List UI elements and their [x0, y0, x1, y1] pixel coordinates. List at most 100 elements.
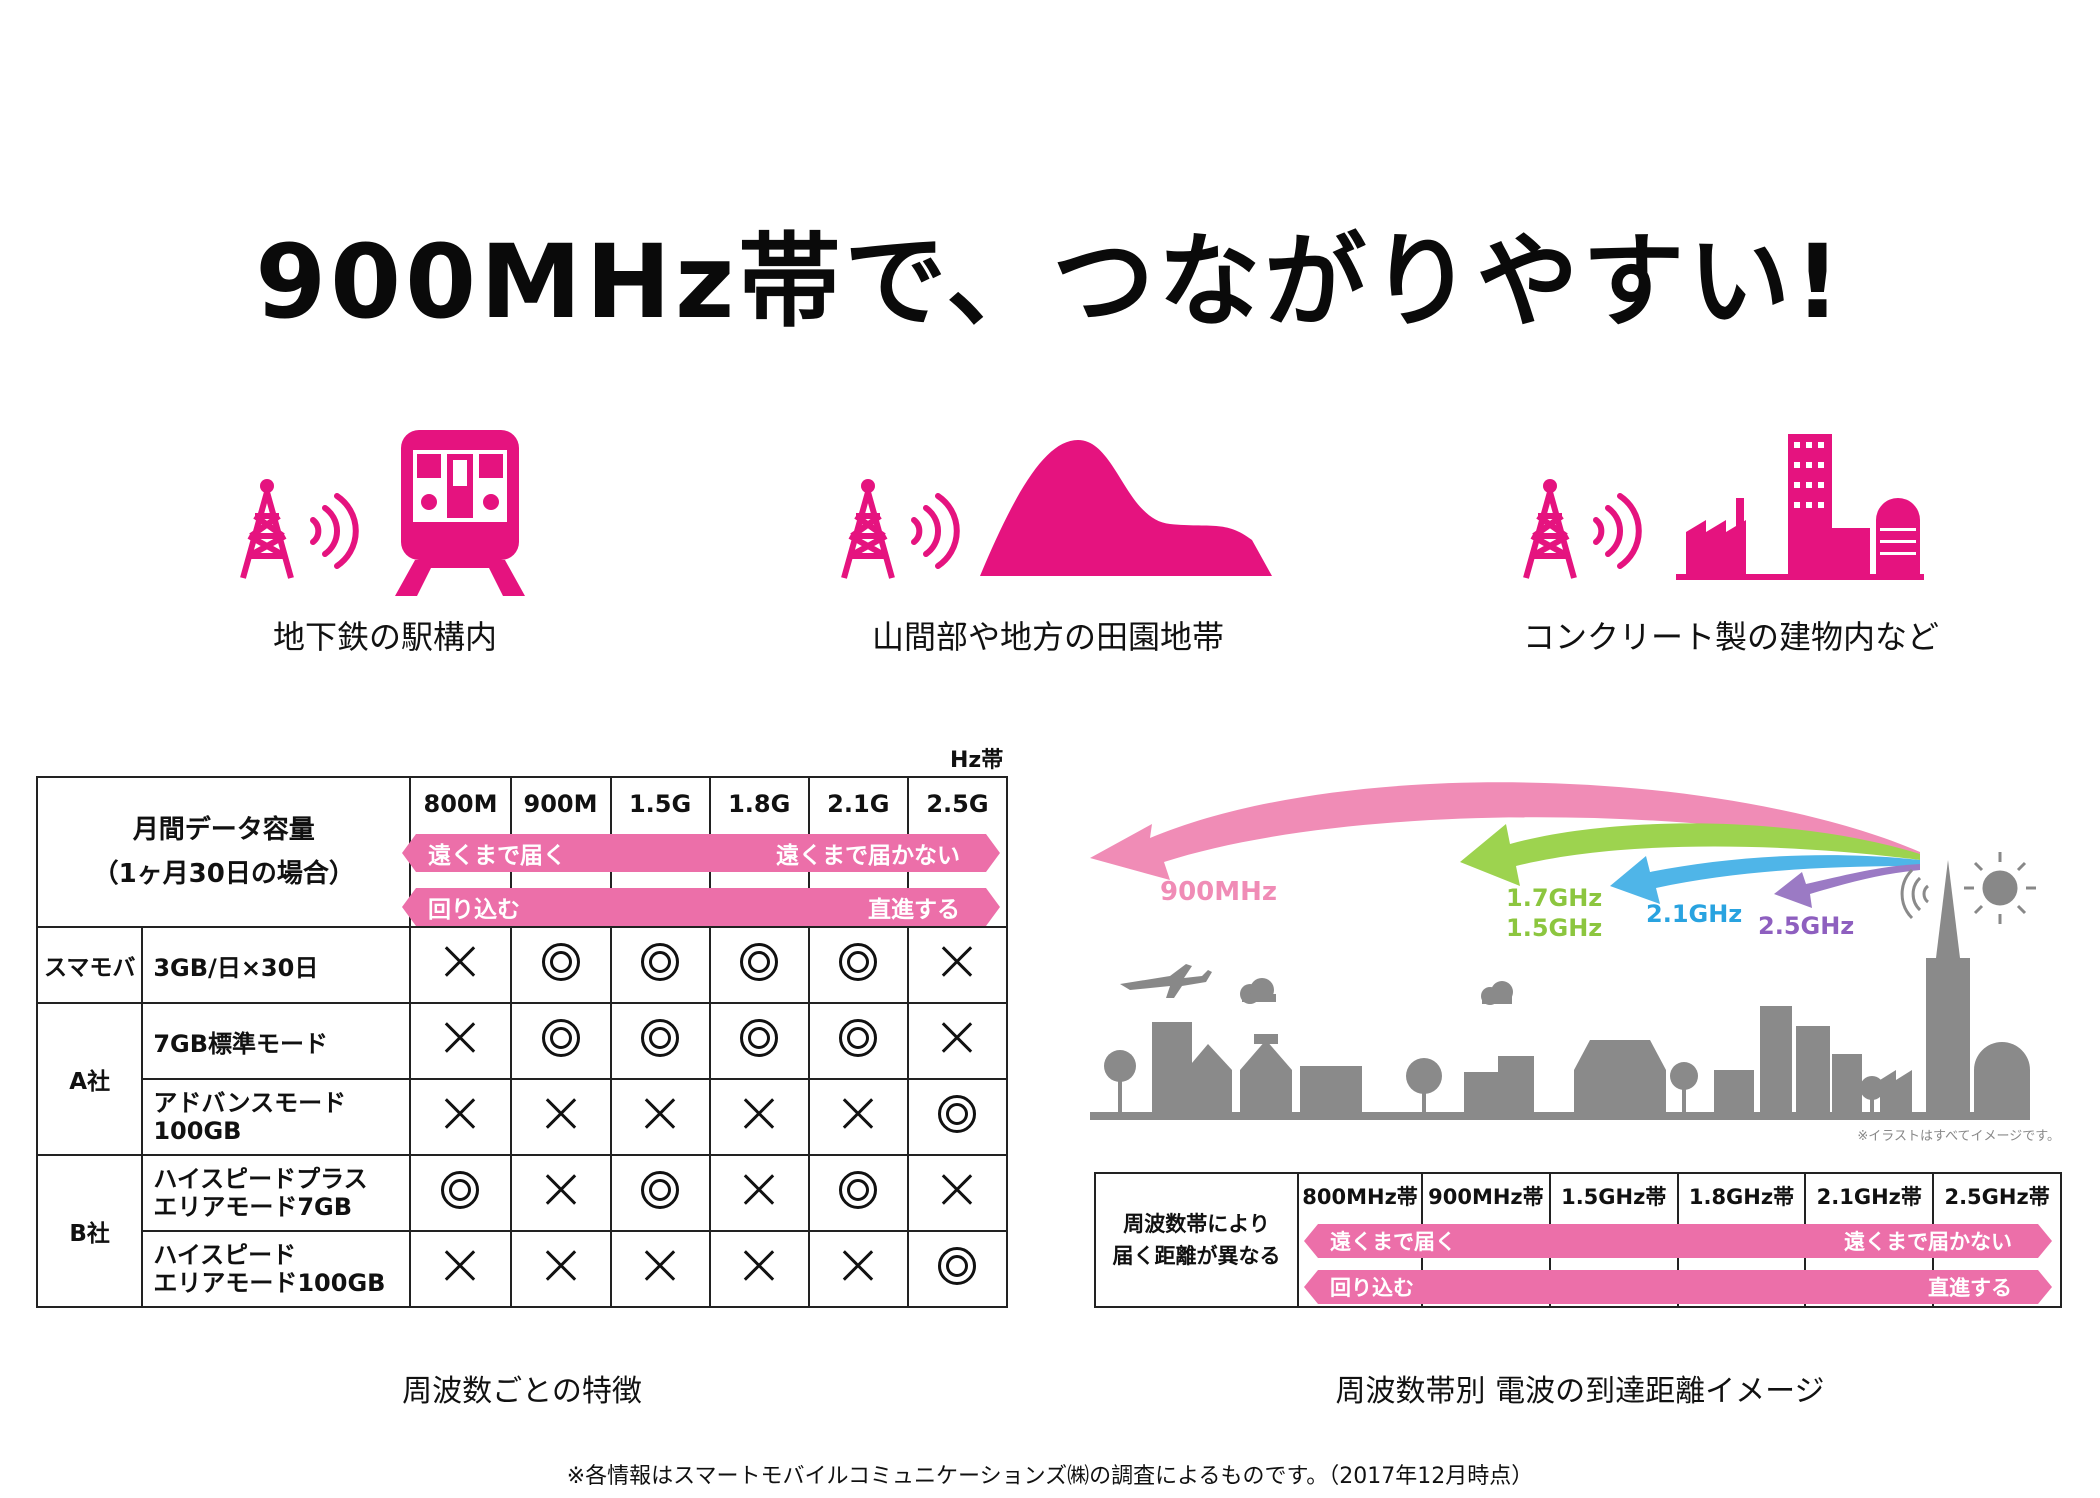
double-circle-mark: [441, 1171, 480, 1209]
right-caption: 周波数帯別 電波の到達距離イメージ: [1335, 1374, 1825, 1409]
propagation-arrow-bar: 回り込む 直進する: [402, 888, 1000, 926]
cross-mark: [743, 1174, 775, 1206]
label-2.1ghz: 2.1GHz: [1646, 900, 1742, 928]
scene-train-graphic: [240, 430, 525, 596]
cross-mark: [941, 1174, 973, 1206]
double-circle-mark: [938, 1095, 977, 1133]
footnote: ※各情報はスマートモバイルコミュニケーションズ㈱の調査によるものです。（2017…: [566, 1464, 1534, 1489]
left-caption: 周波数ごとの特徴: [402, 1374, 642, 1409]
tower-icon: [841, 479, 895, 579]
reach-far-label: 遠くまで届く: [1330, 1230, 1456, 1254]
band-header: 2.1GHz帯: [1804, 1172, 1935, 1217]
scene-label-subway: 地下鉄の駅構内: [272, 618, 497, 656]
illustration-note: ※イラストはすべてイメージです。: [1857, 1129, 2060, 1144]
reach-arrow-bar-right: 遠くまで届く 遠くまで届かない: [1304, 1224, 2052, 1258]
plan-label: 3GB/日×30日: [141, 926, 412, 1004]
cross-mark: [644, 1250, 676, 1282]
diffraction-label: 回り込む: [428, 897, 520, 923]
double-circle-mark: [740, 943, 779, 981]
frequency-comparison-table: 月間データ容量 （1ヶ月30日の場合） 800M 900M 1.5G 1.8G …: [35, 776, 1009, 1308]
cross-mark: [444, 946, 476, 978]
reach-near-label: 遠くまで届かない: [776, 843, 960, 869]
straight-label: 直進する: [868, 897, 960, 923]
plan-label: アドバンスモード 100GB: [141, 1078, 412, 1156]
double-circle-mark: [541, 1019, 580, 1057]
row-group-label: スマモバ: [35, 926, 144, 1004]
cross-mark: [842, 1098, 874, 1130]
label-1.5ghz: 1.5GHz: [1506, 914, 1602, 942]
label-900mhz: 900MHz: [1160, 877, 1277, 907]
straight-label: 直進する: [1928, 1276, 2012, 1300]
cross-mark: [941, 1022, 973, 1054]
double-circle-mark: [938, 1247, 977, 1285]
scene-label-concrete: コンクリート製の建物内など: [1522, 618, 1939, 656]
plan-label: ハイスピードプラス エリアモード7GB: [141, 1154, 412, 1232]
cross-mark: [941, 946, 973, 978]
label-2.5ghz: 2.5GHz: [1758, 912, 1854, 940]
reach-far-label: 遠くまで届く: [428, 843, 566, 869]
double-circle-mark: [541, 943, 580, 981]
double-circle-mark: [839, 943, 878, 981]
sun-icon: [1964, 852, 2036, 924]
antenna-signal-icon: [1900, 868, 1930, 920]
double-circle-mark: [839, 1171, 878, 1209]
monthly-data-header: 月間データ容量 （1ヶ月30日の場合）: [35, 776, 412, 928]
band-header: 1.8G: [708, 776, 810, 829]
label-1.7ghz: 1.7GHz: [1506, 884, 1602, 912]
reach-header: 周波数帯により 届く距離が異なる: [1093, 1172, 1300, 1308]
plan-label: 7GB標準モード: [141, 1002, 412, 1080]
scene-buildings-graphic: [1523, 434, 1924, 580]
plane-icon: [1120, 964, 1212, 998]
radio-reach-illustration: 900MHz 1.7GHz 1.5GHz 2.1GHz 2.5GHz ※イラスト…: [1090, 782, 2060, 1144]
scene-label-mountain: 山間部や地方の田園地帯: [871, 618, 1224, 656]
band-header: 1.5GHz帯: [1548, 1172, 1679, 1217]
signal-waves-icon: [1593, 493, 1642, 569]
scene-mountain-graphic: [841, 440, 1272, 579]
signal-waves-icon: [911, 493, 960, 569]
band-header: 2.5G: [906, 776, 1009, 829]
cross-mark: [842, 1250, 874, 1282]
band-header: 1.8GHz帯: [1676, 1172, 1807, 1217]
reach-arrow-bar: 遠くまで届く 遠くまで届かない: [402, 834, 1000, 872]
band-header: 900MHz帯: [1420, 1172, 1551, 1217]
double-circle-mark: [641, 1019, 680, 1057]
cross-mark: [545, 1174, 577, 1206]
signal-waves-icon: [310, 493, 359, 569]
double-circle-mark: [839, 1019, 878, 1057]
cloud-icon: [1240, 978, 1513, 1005]
mountain-icon: [980, 440, 1272, 576]
tower-icon: [240, 479, 294, 579]
cross-mark: [444, 1250, 476, 1282]
propagation-arrow-bar-right: 回り込む 直進する: [1304, 1270, 2052, 1304]
page-title: 900MHz帯で、つながりやすい!: [255, 223, 1845, 342]
plan-label: ハイスピード エリアモード100GB: [141, 1230, 412, 1308]
reach-near-label: 遠くまで届かない: [1844, 1230, 2012, 1254]
double-circle-mark: [641, 1171, 680, 1209]
cross-mark: [545, 1250, 577, 1282]
tower-icon: [1523, 479, 1577, 579]
arrow-1.7ghz: [1460, 823, 1920, 886]
train-icon: [395, 430, 525, 596]
band-header: 800M: [409, 776, 512, 829]
double-circle-mark: [641, 943, 680, 981]
arrow-2.1ghz: [1610, 855, 1920, 904]
arrow-2.5ghz: [1774, 864, 1920, 908]
band-header: 1.5G: [609, 776, 711, 829]
row-group-label: B社: [35, 1154, 144, 1308]
cross-mark: [444, 1022, 476, 1054]
cross-mark: [444, 1098, 476, 1130]
band-header: 900M: [509, 776, 612, 829]
band-header: 800MHz帯: [1297, 1172, 1423, 1217]
hz-band-unit-label: Hz帯: [950, 748, 1004, 773]
cross-mark: [743, 1098, 775, 1130]
double-circle-mark: [740, 1019, 779, 1057]
band-header: 2.5GHz帯: [1932, 1172, 2062, 1217]
diffraction-label: 回り込む: [1330, 1276, 1414, 1300]
cross-mark: [545, 1098, 577, 1130]
cross-mark: [743, 1250, 775, 1282]
cross-mark: [644, 1098, 676, 1130]
row-group-label: A社: [35, 1002, 144, 1156]
arrow-900mhz: [1090, 782, 1920, 880]
city-skyline: [1090, 860, 2030, 1120]
band-header: 2.1G: [807, 776, 909, 829]
